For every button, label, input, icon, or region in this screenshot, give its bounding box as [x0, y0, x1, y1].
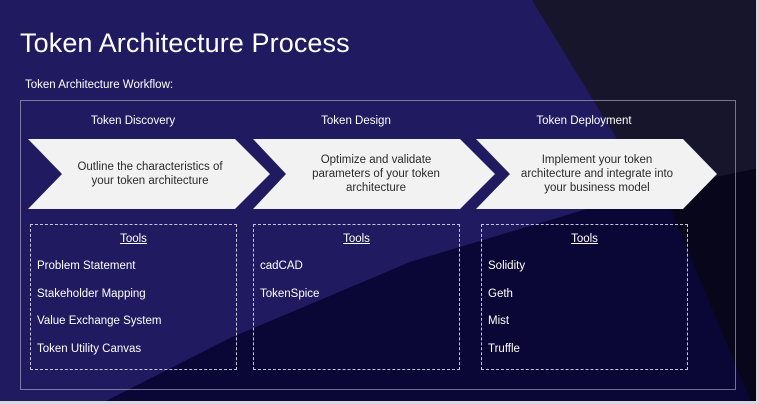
tools-box-deployment: Tools Solidity Geth Mist Truffle	[481, 224, 688, 370]
tools-title: Tools	[343, 233, 370, 245]
stage-label-discovery: Token Discovery	[90, 115, 176, 127]
tool-item: Geth	[488, 287, 513, 300]
background-black-overlap	[662, 168, 759, 404]
chevron-discovery	[28, 139, 270, 209]
tools-list: cadCAD TokenSpice	[260, 259, 319, 314]
tool-item: TokenSpice	[260, 287, 320, 300]
tools-title: Tools	[571, 233, 598, 245]
tool-item: Solidity	[488, 260, 526, 272]
tools-title: Tools	[120, 233, 147, 245]
tools-box-discovery: Tools Problem Statement Stakeholder Mapp…	[30, 224, 237, 370]
page-title: Token Architecture Process	[20, 28, 350, 58]
background-dark-navy-wedge	[532, 0, 759, 404]
tool-item: Problem Statement	[37, 260, 136, 272]
tool-item: cadCAD	[260, 260, 303, 272]
tool-item: Stakeholder Mapping	[37, 287, 146, 300]
tools-box-design: Tools cadCAD TokenSpice	[253, 224, 460, 370]
stage-label-deployment: Token Deployment	[536, 115, 632, 127]
tool-item: Token Utility Canvas	[37, 342, 142, 355]
tools-list: Solidity Geth Mist Truffle	[488, 259, 525, 369]
tool-item: Truffle	[488, 342, 520, 355]
stage-description-design: Optimize and validate parameters of your…	[312, 154, 440, 194]
tool-item: Mist	[488, 315, 510, 327]
stage-description-discovery: Outline the characteristics of your toke…	[77, 161, 223, 187]
workflow-frame	[20, 100, 736, 390]
image-border-bottom	[0, 401, 759, 404]
stage-label-design: Token Design	[321, 115, 391, 127]
workflow-subtitle: Token Architecture Workflow:	[25, 79, 174, 91]
background-deep-navy-wedge	[100, 168, 759, 404]
tool-item: Value Exchange System	[37, 315, 162, 327]
chevron-deployment	[476, 139, 717, 209]
stage-description-deployment: Implement your token architecture and in…	[520, 154, 674, 194]
image-border-right	[756, 0, 759, 404]
chevron-design	[253, 139, 495, 209]
tools-list: Problem Statement Stakeholder Mapping Va…	[37, 259, 161, 369]
